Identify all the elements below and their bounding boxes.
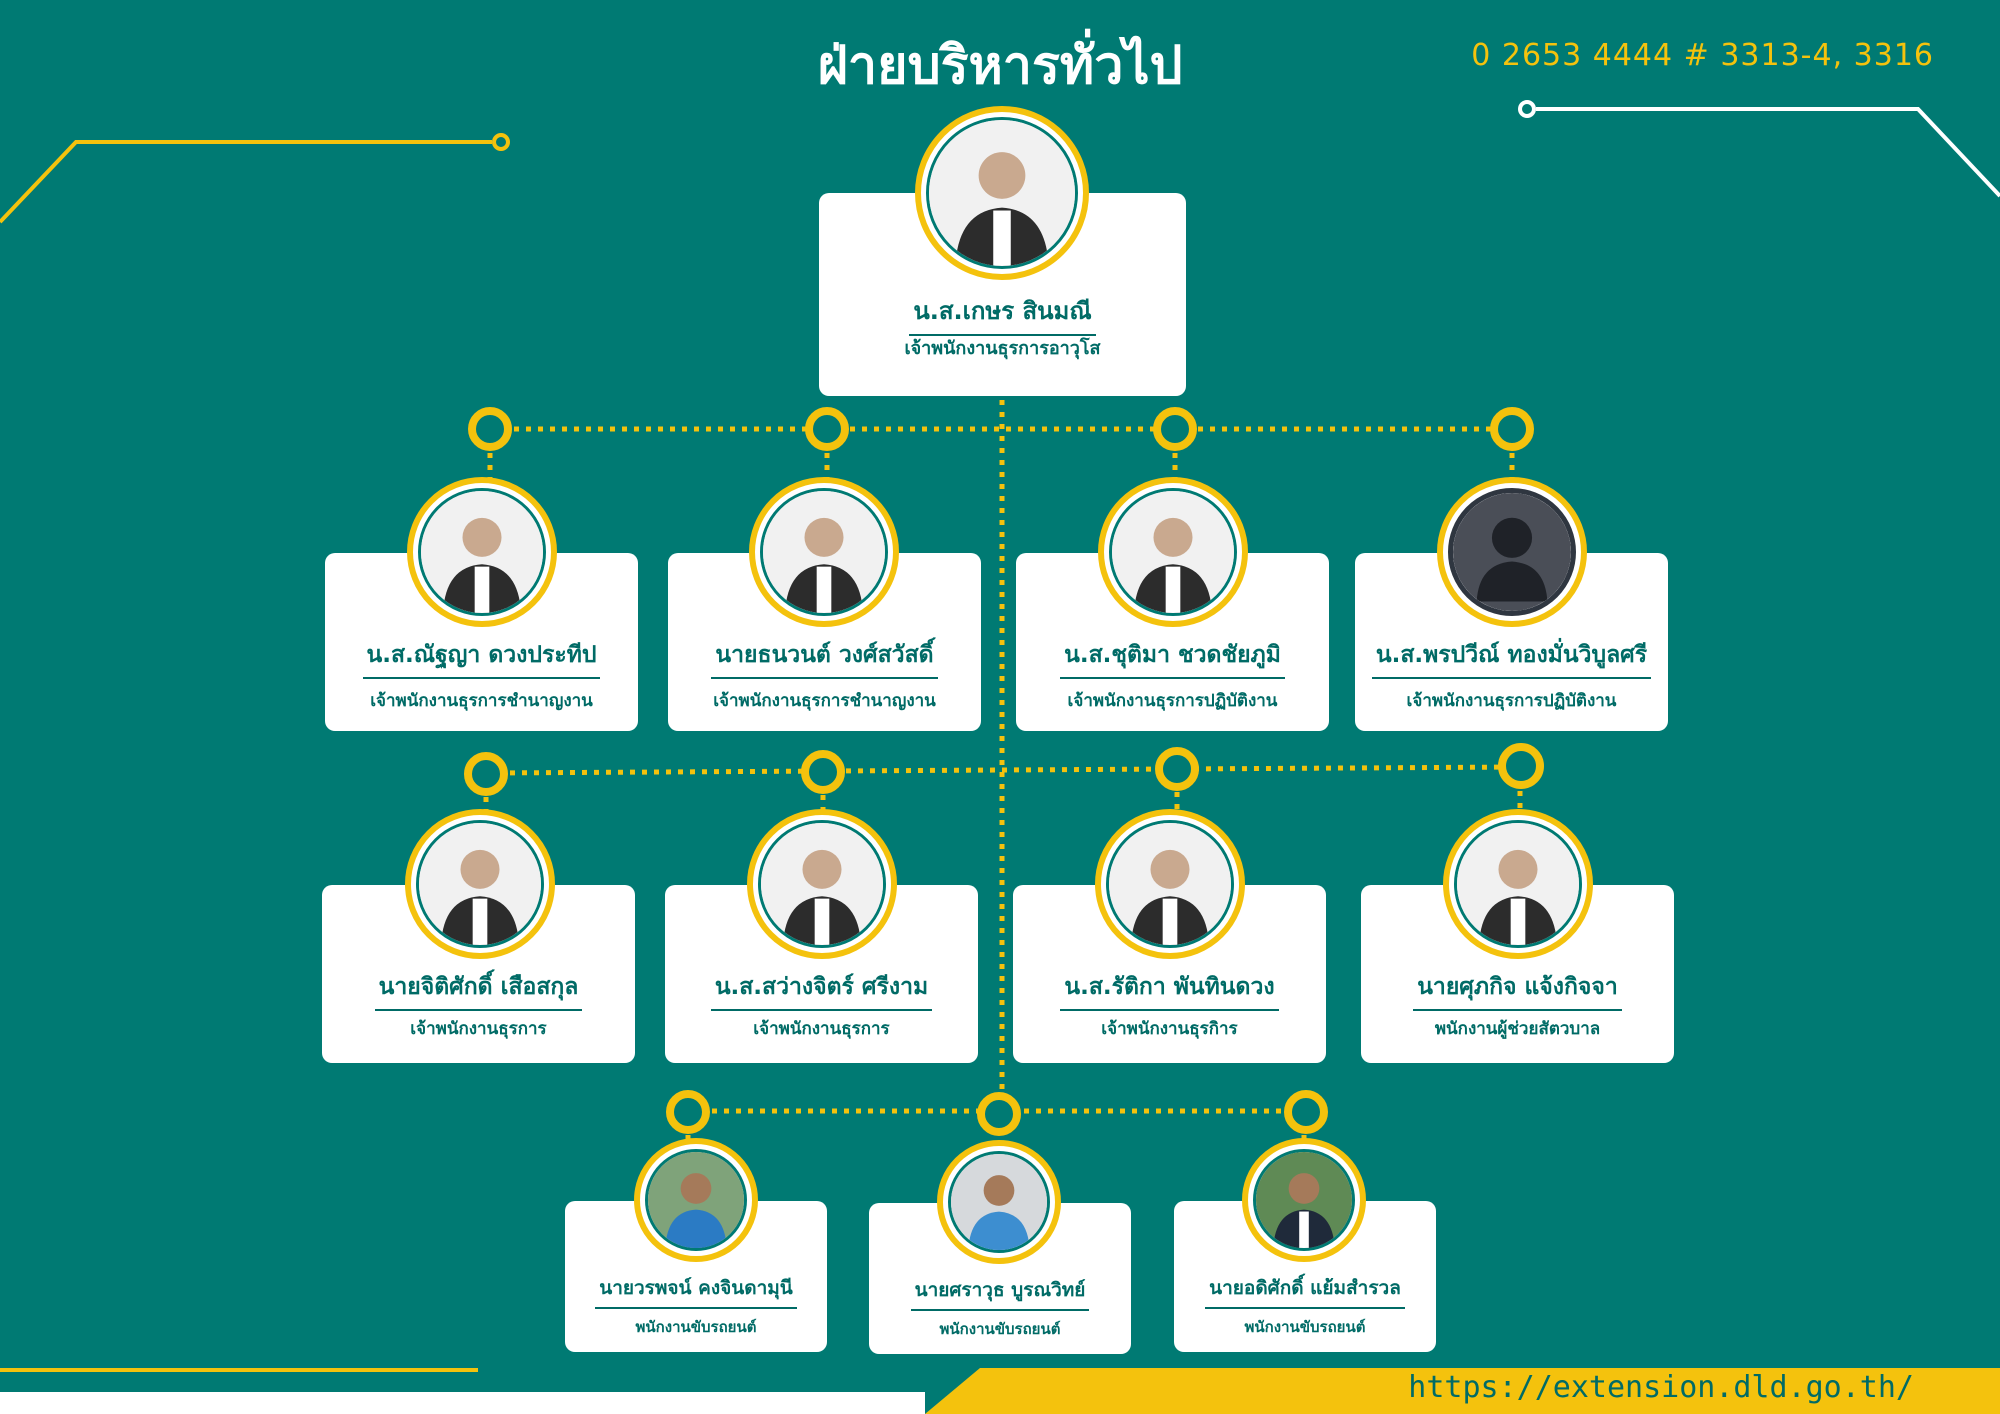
avatar [407,477,557,627]
connector-node [805,407,849,451]
person-role: เจ้าพนักงานธุรการ [410,1019,547,1039]
avatar [405,809,555,959]
avatar [1095,809,1245,959]
person-photo-icon [761,823,883,945]
avatar [1242,1138,1366,1262]
website-link[interactable]: https://extension.dld.go.th/ [1408,1370,1914,1405]
connector-node [666,1090,710,1134]
avatar [749,477,899,627]
person-name: น.ส.สว่างจิตร์ ศรีงาม [665,969,978,1011]
person-photo-icon [1112,491,1234,613]
person-name: น.ส.ชุติมา ชวดชัยภูมิ [1016,637,1329,679]
person-name: น.ส.เกษร สินมณี [819,291,1186,336]
page-title: ฝ่ายบริหารทั่วไป [817,36,1183,96]
avatar [937,1140,1061,1264]
person-role: เจ้าพนักงานธุรการชำนาญงาน [713,691,936,711]
avatar [915,106,1089,280]
person-name: น.ส.รัติกา พันทินดวง [1013,969,1326,1011]
person-role: เจ้าพนักงานธุรการอาวุโส [904,338,1101,359]
person-name: น.ส.ณัฐญา ดวงประทีป [325,637,638,679]
footer-band [0,1392,925,1414]
connector-node [801,750,845,794]
connector-node [1155,747,1199,791]
person-photo-icon [763,491,885,613]
person-name: นายวรพจน์ คงจินดามุนี [565,1273,827,1309]
person-role: พนักงานผู้ช่วยสัตวบาล [1434,1019,1601,1039]
connector-node [464,752,508,796]
person-name: นายศราวุธ บูรณวิทย์ [869,1275,1131,1311]
person-photo-icon [1109,823,1231,945]
avatar [1437,477,1587,627]
person-role: พนักงานขับรถยนต์ [635,1318,757,1336]
person-role: เจ้าพนักงานธุรกิาร [1101,1019,1238,1039]
person-role: เจ้าพนักงานธุรการปฏิบัติงาน [1406,691,1617,711]
person-photo-icon [421,491,543,613]
person-name: น.ส.พรปวีณ์ ทองมั่นวิบูลศรี [1355,637,1668,679]
person-name: นายจิติศักดิ์ เสือสกุล [322,969,635,1011]
person-role: เจ้าพนักงานธุรการปฏิบัติงาน [1067,691,1278,711]
person-role: พนักงานขับรถยนต์ [1244,1318,1366,1336]
connector-node [1153,407,1197,451]
person-role: พนักงานขับรถยนต์ [939,1320,1061,1338]
avatar [634,1138,758,1262]
person-role: เจ้าพนักงานธุรการ [753,1019,890,1039]
person-name: นายอดิศักดิ์ แย้มสำรวล [1174,1273,1436,1309]
person-photo-icon [419,823,541,945]
connector-node [977,1092,1021,1136]
person-role: เจ้าพนักงานธุรการชำนาญงาน [370,691,593,711]
connector-node [1498,743,1544,789]
avatar [747,809,897,959]
person-name: นายศุภกิจ แจ้งกิจจา [1361,969,1674,1011]
person-photo-icon [951,1154,1047,1250]
person-photo-icon [1256,1152,1352,1248]
person-photo-icon [929,120,1075,266]
person-photo-icon [648,1152,744,1248]
connector-node [1284,1090,1328,1134]
person-name: นายธนวนต์ วงศ์สวัสดิ์ [668,637,981,679]
connector-node [468,407,512,451]
user-placeholder-icon [1453,493,1571,611]
phone-number: 0 2653 4444 # 3313-4, 3316 [1471,38,1934,73]
connector-node [1490,407,1534,451]
avatar [1098,477,1248,627]
avatar [1443,809,1593,959]
person-photo-icon [1457,823,1579,945]
staff-card: น.ส.พรปวีณ์ ทองมั่นวิบูลศรี เจ้าพนักงานธ… [1355,553,1668,731]
